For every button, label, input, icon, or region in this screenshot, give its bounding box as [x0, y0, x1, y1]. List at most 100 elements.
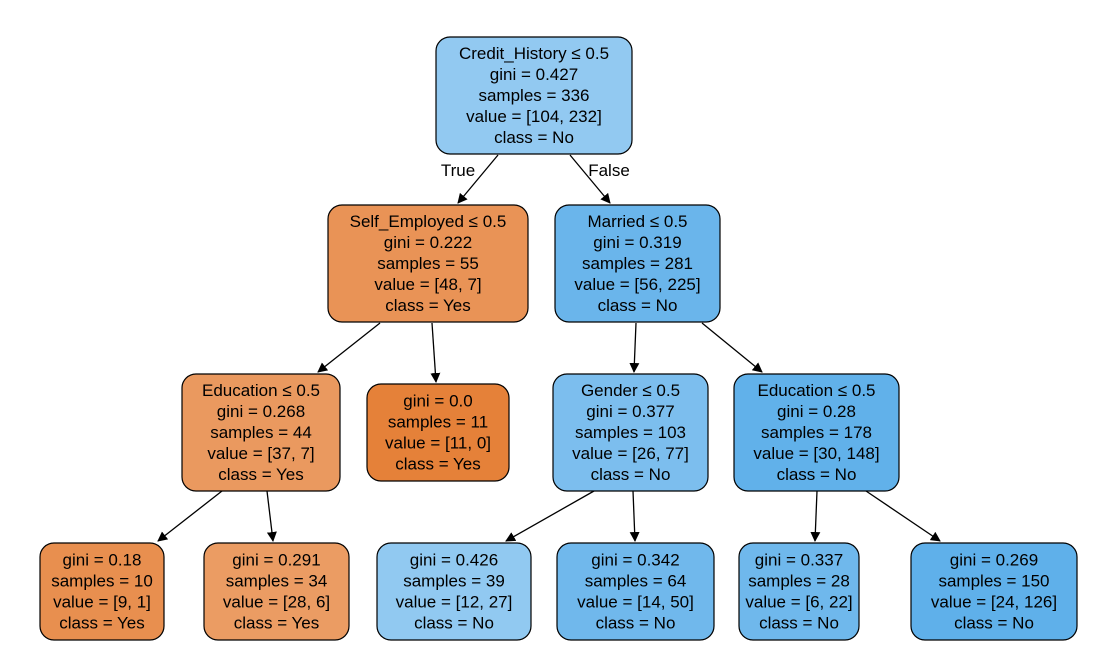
node-text-line: gini = 0.291	[232, 551, 320, 570]
node-text-line: samples = 178	[761, 423, 872, 442]
node-text-line: gini = 0.222	[384, 233, 472, 252]
tree-node-n6: Education ≤ 0.5 gini = 0.28 samples = 178 v…	[733, 373, 900, 492]
tree-node-n1: Self_Employed ≤ 0.5 gini = 0.222 samples =…	[327, 204, 529, 323]
node-text-line: Education ≤ 0.5	[757, 381, 875, 400]
edge-label-true: True	[441, 161, 475, 180]
edge-arrow-n6-n12	[865, 490, 941, 542]
nodes-layer: Credit_History ≤ 0.5 gini = 0.427 samples …	[39, 36, 1078, 641]
node-text-line: gini = 0.18	[63, 551, 142, 570]
node-text-line: class = No	[598, 296, 678, 315]
node-text-line: class = No	[777, 465, 857, 484]
tree-node-n10: gini = 0.342 samples = 64 value = [14, 50]…	[556, 542, 715, 641]
node-text-line: samples = 34	[226, 572, 328, 591]
node-text-line: samples = 28	[748, 572, 850, 591]
node-text-line: value = [104, 232]	[466, 107, 602, 126]
edge-arrow-n3-n7	[157, 490, 223, 542]
node-text-line: value = [12, 27]	[396, 593, 513, 612]
node-text-line: value = [9, 1]	[53, 593, 151, 612]
node-box	[738, 542, 860, 641]
node-text-line: samples = 44	[210, 423, 312, 442]
edges-layer: True False	[157, 154, 941, 542]
node-text-line: samples = 55	[377, 254, 479, 273]
tree-node-n3: Education ≤ 0.5 gini = 0.268 samples = 44 v…	[181, 373, 341, 492]
node-text-line: gini = 0.427	[490, 65, 578, 84]
edge-arrow-n1-n3	[317, 322, 381, 373]
node-text-line: samples = 10	[51, 572, 153, 591]
node-text-line: class = No	[759, 614, 839, 633]
node-box	[556, 542, 715, 641]
edge-arrow-n0-n2	[569, 154, 611, 204]
node-text-line: value = [48, 7]	[374, 275, 481, 294]
node-text-line: gini = 0.377	[586, 402, 674, 421]
tree-node-n4: gini = 0.0 samples = 11 value = [11, 0] cla…	[366, 383, 510, 482]
node-box	[910, 542, 1078, 641]
tree-node-n0: Credit_History ≤ 0.5 gini = 0.427 samples …	[435, 36, 633, 155]
node-text-line: value = [24, 126]	[931, 593, 1057, 612]
node-box	[435, 36, 633, 155]
tree-node-n7: gini = 0.18 samples = 10 value = [9, 1] cla…	[39, 542, 165, 641]
tree-node-n2: Married ≤ 0.5 gini = 0.319 samples = 281 va…	[554, 204, 721, 323]
node-text-line: gini = 0.269	[950, 551, 1038, 570]
node-text-line: value = [56, 225]	[574, 275, 700, 294]
node-text-line: class = No	[954, 614, 1034, 633]
node-box	[733, 373, 900, 492]
edge-arrow-n2-n5	[629, 322, 640, 373]
node-text-line: class = Yes	[385, 296, 471, 315]
node-text-line: Education ≤ 0.5	[202, 381, 320, 400]
node-box	[39, 542, 165, 641]
node-text-line: gini = 0.268	[217, 402, 305, 421]
node-text-line: class = No	[591, 465, 671, 484]
node-text-line: samples = 336	[478, 86, 589, 105]
node-text-line: value = [11, 0]	[385, 434, 491, 453]
edge-label-false: False	[588, 161, 630, 180]
node-text-line: class = Yes	[234, 614, 320, 633]
node-text-line: samples = 64	[585, 572, 687, 591]
node-text-line: Gender ≤ 0.5	[581, 381, 680, 400]
node-text-line: gini = 0.28	[777, 402, 856, 421]
node-text-line: class = No	[494, 128, 574, 147]
node-box	[554, 204, 721, 323]
node-box	[552, 373, 709, 492]
node-text-line: gini = 0.337	[755, 551, 843, 570]
node-text-line: value = [30, 148]	[753, 444, 879, 463]
edge-arrow-n5-n9	[505, 490, 595, 542]
node-text-line: Married ≤ 0.5	[587, 212, 687, 231]
node-text-line: gini = 0.319	[593, 233, 681, 252]
node-box	[366, 383, 510, 482]
node-text-line: samples = 281	[582, 254, 693, 273]
node-text-line: gini = 0.426	[410, 551, 498, 570]
node-text-line: class = Yes	[395, 455, 481, 474]
node-text-line: value = [28, 6]	[223, 593, 330, 612]
edge-arrow-n1-n4	[430, 322, 441, 383]
node-text-line: samples = 150	[938, 572, 1049, 591]
node-box	[203, 542, 350, 641]
tree-node-n5: Gender ≤ 0.5 gini = 0.377 samples = 103 val…	[552, 373, 709, 492]
edge-arrow-n2-n6	[701, 322, 763, 373]
node-text-line: class = Yes	[218, 465, 304, 484]
node-text-line: samples = 11	[388, 413, 488, 432]
node-text-line: gini = 0.0	[403, 392, 472, 411]
node-box	[181, 373, 341, 492]
node-box	[376, 542, 532, 641]
tree-node-n8: gini = 0.291 samples = 34 value = [28, 6] c…	[203, 542, 350, 641]
node-text-line: samples = 39	[403, 572, 505, 591]
edge-arrow-n3-n8	[266, 490, 277, 542]
node-text-line: Self_Employed ≤ 0.5	[350, 212, 507, 231]
node-text-line: class = No	[596, 614, 676, 633]
node-text-line: gini = 0.342	[591, 551, 679, 570]
node-text-line: samples = 103	[575, 423, 686, 442]
edge-arrow-n5-n10	[629, 490, 640, 542]
node-text-line: value = [14, 50]	[577, 593, 694, 612]
edge-arrow-n0-n1	[457, 154, 499, 204]
tree-node-n9: gini = 0.426 samples = 39 value = [12, 27]…	[376, 542, 532, 641]
node-text-line: value = [26, 77]	[572, 444, 689, 463]
node-box	[327, 204, 529, 323]
node-text-line: value = [37, 7]	[207, 444, 314, 463]
node-text-line: class = No	[414, 614, 494, 633]
tree-node-n12: gini = 0.269 samples = 150 value = [24, 12…	[910, 542, 1078, 641]
edge-arrow-n6-n11	[810, 490, 821, 542]
node-text-line: class = Yes	[59, 614, 145, 633]
node-text-line: Credit_History ≤ 0.5	[459, 44, 609, 63]
